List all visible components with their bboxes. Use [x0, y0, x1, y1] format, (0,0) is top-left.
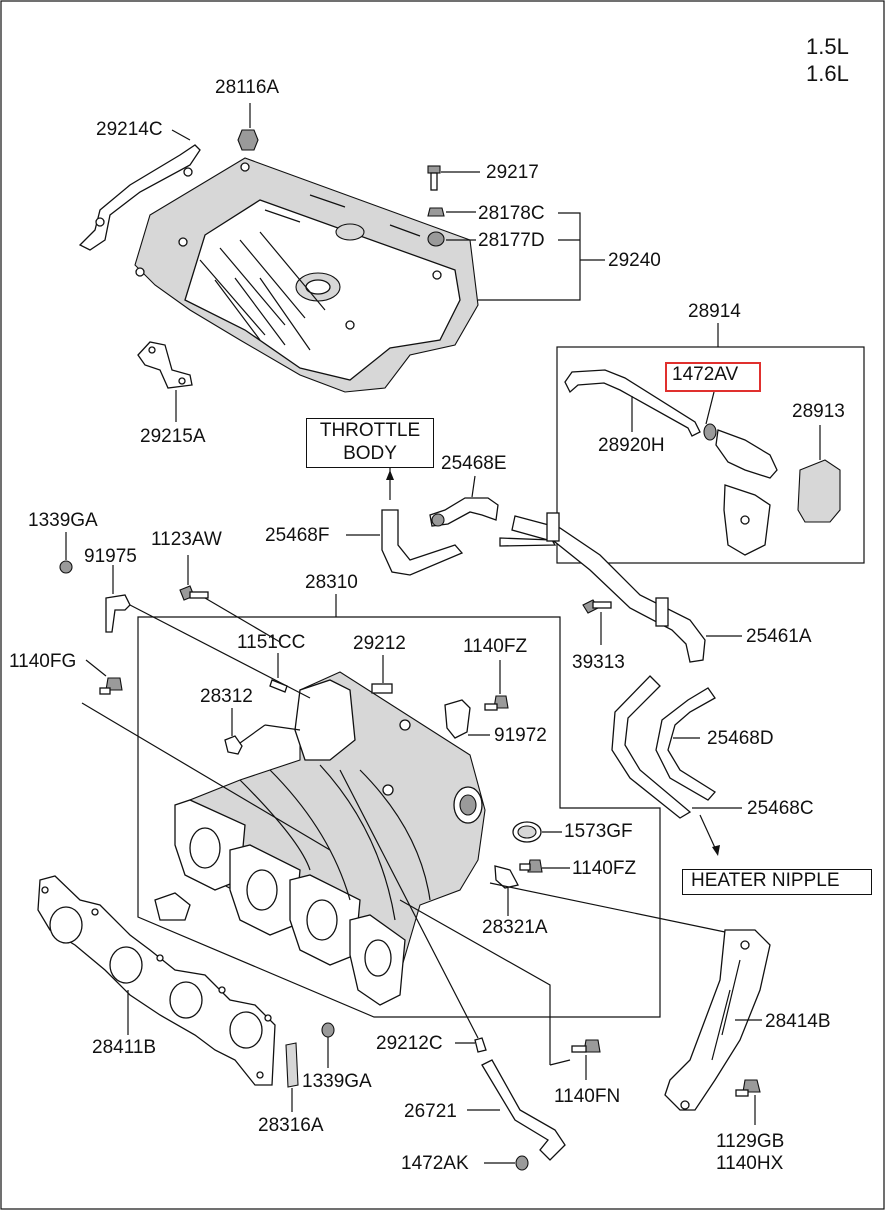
label-28177D[interactable]: 28177D — [478, 230, 545, 251]
label-1140FG[interactable]: 1140FG — [9, 651, 77, 672]
engine-label-2: 1.6L — [806, 61, 849, 86]
engine-label-1: 1.5L — [806, 34, 849, 59]
clip-28913 — [797, 459, 841, 523]
label-28310[interactable]: 28310 — [305, 572, 358, 593]
label-28116A[interactable]: 28116A — [215, 77, 280, 98]
label-1140HX[interactable]: 1140HX — [716, 1153, 784, 1174]
bolt-1140FN — [571, 1039, 601, 1053]
label-28414B[interactable]: 28414B — [765, 1011, 831, 1032]
bracket-91975 — [105, 594, 131, 633]
clamp-1472AV — [703, 423, 717, 441]
label-1151CC[interactable]: 1151CC — [237, 632, 306, 653]
label-1140FZ-mid[interactable]: 1140FZ — [572, 858, 637, 879]
label-91972[interactable]: 91972 — [494, 725, 547, 746]
grommet-1339GA — [59, 560, 73, 574]
label-1339GA-bottom[interactable]: 1339GA — [302, 1071, 372, 1092]
label-1472AV[interactable]: 1472AV — [672, 364, 739, 385]
pin-29212C — [474, 1037, 487, 1053]
label-29212C[interactable]: 29212C — [376, 1033, 443, 1054]
grommet-28178C — [427, 207, 445, 217]
bolt-1140FZ-mid — [519, 859, 543, 873]
label-25468F[interactable]: 25468F — [265, 525, 330, 546]
label-29217[interactable]: 29217 — [486, 162, 539, 183]
hose-25468C — [611, 675, 692, 819]
label-1472AK[interactable]: 1472AK — [401, 1153, 469, 1174]
box-28914 — [556, 346, 865, 564]
label-25468D[interactable]: 25468D — [707, 728, 774, 749]
hose-25468D — [655, 687, 716, 801]
grommet-1339GA-bottom — [321, 1022, 335, 1038]
clamp-1472AK — [515, 1155, 529, 1171]
label-91975[interactable]: 91975 — [84, 546, 137, 567]
bolt-39313 — [582, 599, 612, 614]
valve-28913 — [715, 429, 778, 479]
bolt-1123AW — [179, 585, 209, 601]
label-29212[interactable]: 29212 — [353, 633, 406, 654]
pipe-25461A — [511, 515, 706, 663]
nut-28116A — [237, 129, 259, 151]
label-1140FN[interactable]: 1140FN — [554, 1086, 621, 1107]
sensor-28312 — [224, 735, 243, 755]
label-28920H[interactable]: 28920H — [598, 435, 665, 456]
bracket-29214C — [78, 144, 201, 251]
bolt-29217 — [427, 165, 441, 191]
label-28411B[interactable]: 28411B — [92, 1037, 157, 1058]
label-1123AW[interactable]: 1123AW — [151, 529, 222, 550]
bolt-1140FG — [99, 677, 123, 695]
bolt-1129GB — [735, 1079, 761, 1097]
gasket-28411B — [37, 875, 276, 1086]
throttle-body-label: THROTTLE BODY — [306, 418, 434, 468]
label-39313[interactable]: 39313 — [572, 652, 625, 673]
label-28312[interactable]: 28312 — [200, 686, 253, 707]
hose-25468F — [381, 509, 464, 576]
label-1573GF[interactable]: 1573GF — [564, 821, 633, 842]
heater-nipple-label: HEATER NIPPLE — [682, 869, 872, 895]
highlight-box — [665, 362, 761, 392]
pin-29212 — [371, 683, 393, 694]
label-28321A[interactable]: 28321A — [482, 917, 548, 938]
label-28914[interactable]: 28914 — [688, 301, 741, 322]
stay-28414B — [664, 929, 771, 1111]
label-1339GA-top[interactable]: 1339GA — [28, 510, 98, 531]
label-29240[interactable]: 29240 — [608, 250, 661, 271]
label-25468E[interactable]: 25468E — [441, 453, 507, 474]
label-26721[interactable]: 26721 — [404, 1101, 457, 1122]
hose-26721 — [481, 1059, 566, 1161]
label-29215A[interactable]: 29215A — [140, 426, 206, 447]
grommet-28177D — [427, 231, 445, 247]
hose-28920H — [564, 369, 701, 437]
label-28316A[interactable]: 28316A — [258, 1115, 324, 1136]
stud-28321A — [494, 865, 519, 889]
label-28178C[interactable]: 28178C — [478, 203, 545, 224]
box-28310 — [137, 616, 661, 1018]
label-25468C[interactable]: 25468C — [747, 798, 814, 819]
stud-1151CC — [269, 679, 288, 693]
bracket-91972 — [444, 699, 471, 739]
label-1129GB[interactable]: 1129GB — [716, 1131, 785, 1152]
label-25461A[interactable]: 25461A — [746, 626, 812, 647]
intake-manifold-28310 — [154, 671, 486, 1006]
label-29214C[interactable]: 29214C — [96, 119, 163, 140]
hose-25468E — [429, 497, 499, 527]
engine-cover-29240 — [134, 157, 479, 393]
bolt-1140FZ-top — [484, 695, 509, 711]
label-1140FZ-top[interactable]: 1140FZ — [463, 636, 528, 657]
label-28913[interactable]: 28913 — [792, 401, 845, 422]
shield-28316A — [285, 1042, 299, 1088]
